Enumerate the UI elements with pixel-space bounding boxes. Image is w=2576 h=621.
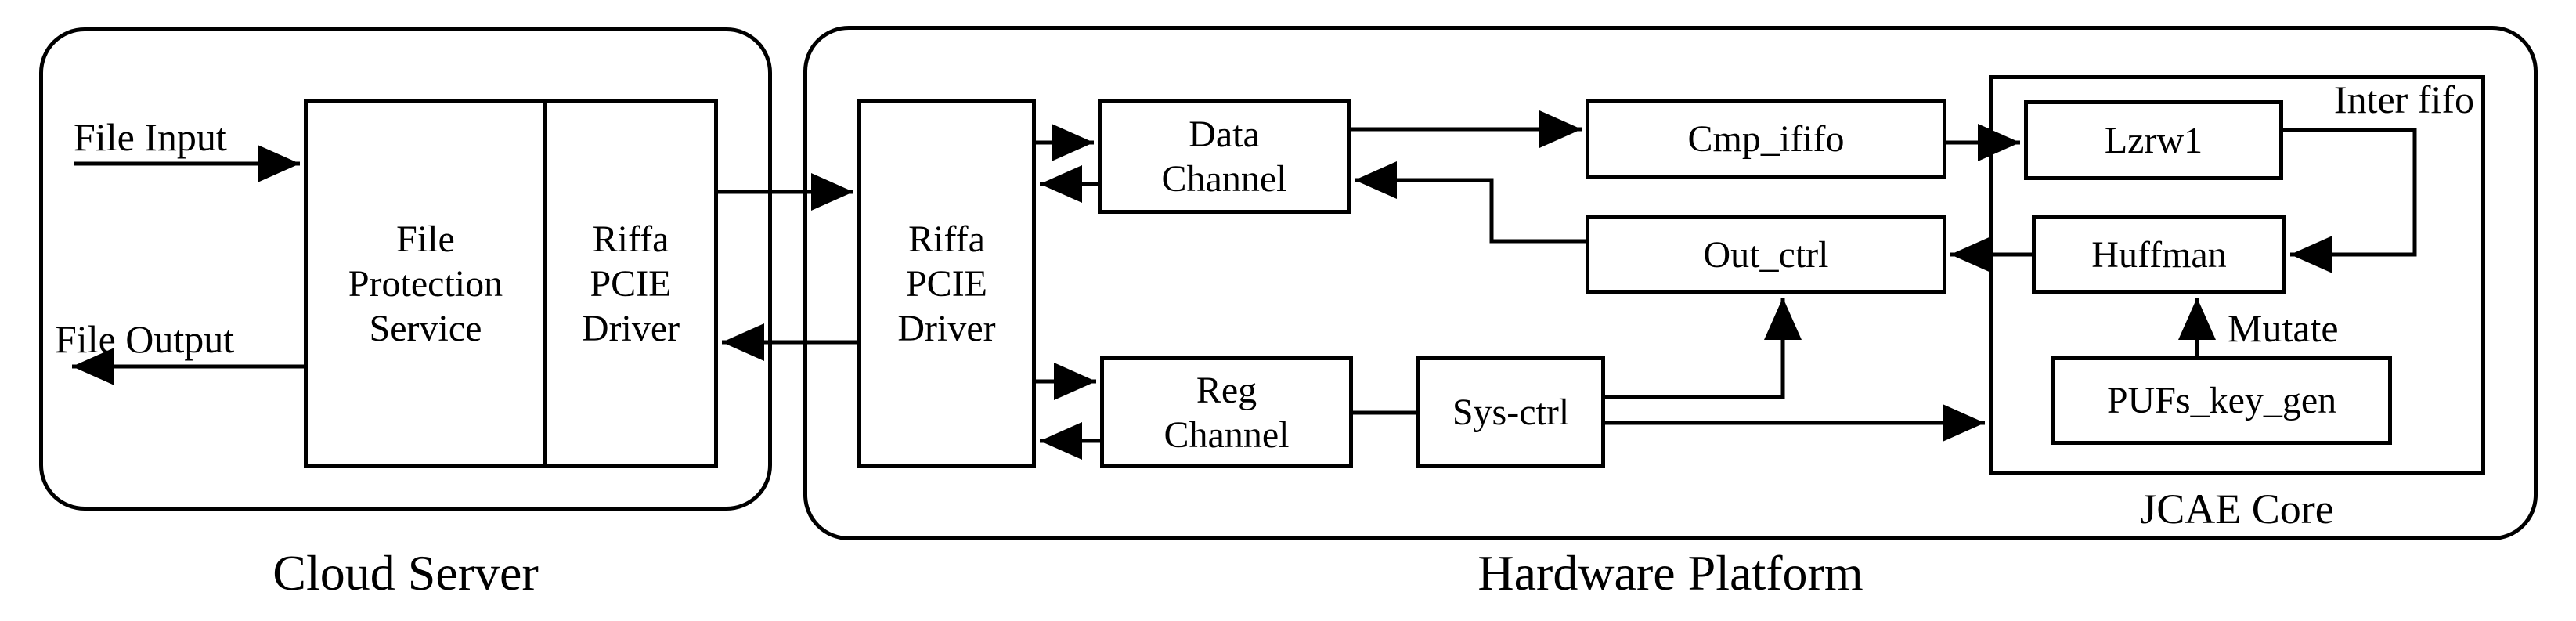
cloud-riffa-label-line: PCIE bbox=[590, 263, 672, 305]
jcae-core-label: JCAE Core bbox=[2140, 486, 2334, 533]
cloud-server-split-box: File Protection Service Riffa PCIE Drive… bbox=[304, 99, 718, 468]
file-protection-service-label-line: File bbox=[396, 218, 455, 260]
hw-riffa-label-line: PCIE bbox=[905, 263, 987, 305]
file-input-label: File Input bbox=[74, 115, 227, 159]
reg-channel-label-line: Channel bbox=[1164, 413, 1290, 456]
lzrw1-box: Lzrw1 bbox=[2024, 100, 2283, 180]
out-ctrl-label: Out_ctrl bbox=[1703, 233, 1829, 276]
file-protection-service-label-line: Service bbox=[369, 308, 482, 349]
cloud-riffa-pcie-driver-box: Riffa PCIE Driver bbox=[547, 103, 714, 464]
out-ctrl-box: Out_ctrl bbox=[1586, 215, 1946, 294]
cloud-riffa-label-line: Driver bbox=[581, 308, 680, 349]
file-protection-service-box: File Protection Service bbox=[308, 103, 547, 464]
pufs-key-gen-label: PUFs_key_gen bbox=[2106, 380, 2337, 421]
data-channel-label-line: Data bbox=[1189, 114, 1260, 155]
data-channel-label-line: Channel bbox=[1161, 158, 1287, 200]
inter-fifo-label: Inter fifo bbox=[2333, 78, 2474, 121]
hw-riffa-label-line: Driver bbox=[897, 308, 996, 349]
cmp-ififo-label: Cmp_ififo bbox=[1687, 118, 1845, 160]
cloud-riffa-label-line: Riffa bbox=[592, 218, 669, 260]
data-channel-box: Data Channel bbox=[1098, 99, 1351, 214]
jcae-core-container bbox=[1989, 75, 2485, 475]
cloud-server-container bbox=[39, 27, 772, 511]
reg-channel-box: Reg Channel bbox=[1100, 356, 1353, 468]
arrow-sys-ctrl-to-out-ctrl bbox=[1605, 298, 1802, 399]
hw-riffa-label-line: Riffa bbox=[908, 218, 985, 260]
file-protection-service-label-line: Protection bbox=[348, 263, 503, 305]
arrow-lzrw1-to-huffman-inter-fifo bbox=[2283, 128, 2417, 273]
sys-ctrl-label: Sys-ctrl bbox=[1452, 392, 1570, 433]
hw-riffa-pcie-driver-box: Riffa PCIE Driver bbox=[857, 99, 1036, 468]
cmp-ififo-box: Cmp_ififo bbox=[1586, 99, 1946, 179]
pufs-key-gen-box: PUFs_key_gen bbox=[2051, 356, 2392, 445]
huffman-label: Huffman bbox=[2091, 233, 2227, 276]
lzrw1-label: Lzrw1 bbox=[2104, 119, 2203, 161]
hardware-platform-label: Hardware Platform bbox=[1477, 545, 1863, 601]
arrow-out-ctrl-to-data-channel bbox=[1355, 161, 1586, 244]
huffman-box: Huffman bbox=[2032, 215, 2286, 294]
mutate-label: Mutate bbox=[2228, 306, 2339, 350]
reg-channel-label-line: Reg bbox=[1196, 369, 1257, 411]
cloud-server-label: Cloud Server bbox=[272, 545, 539, 601]
hardware-platform-container bbox=[803, 26, 2538, 540]
